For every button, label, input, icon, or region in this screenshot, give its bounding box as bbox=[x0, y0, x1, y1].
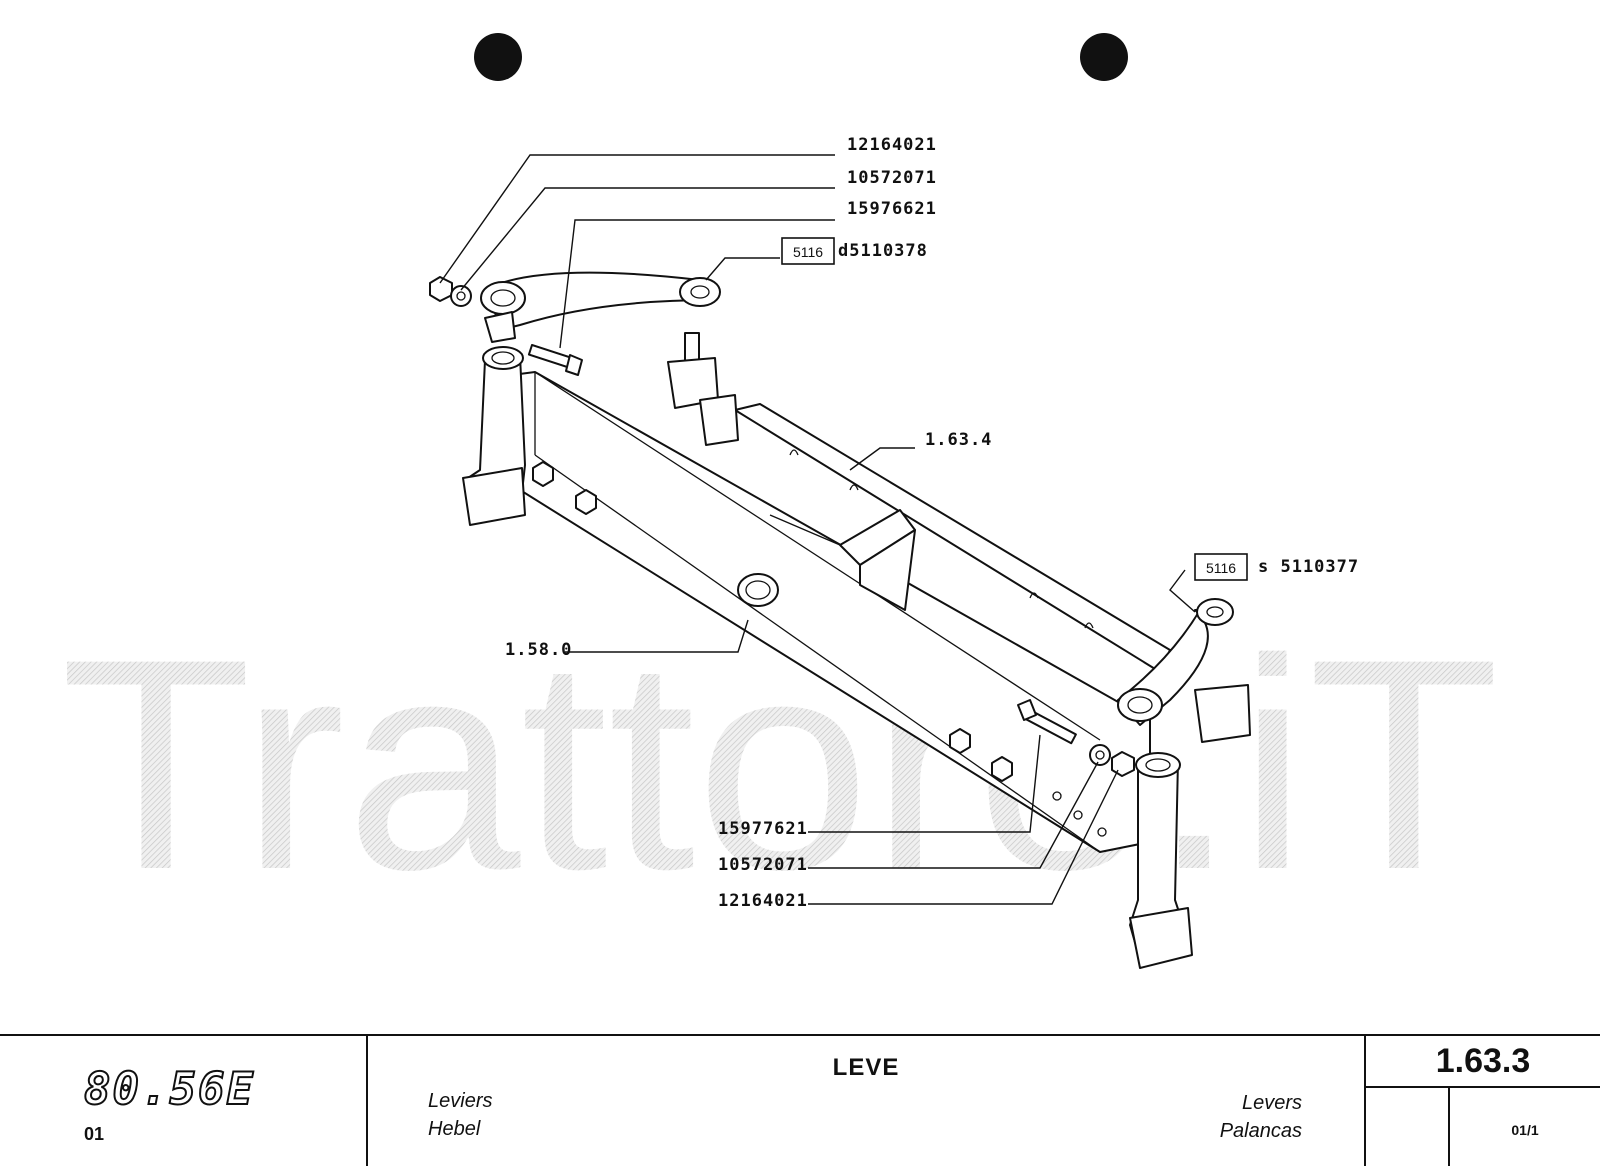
callout-right-arm-box bbox=[1194, 553, 1248, 581]
callout-right-arm-box-text: 5116 bbox=[1206, 560, 1236, 576]
title-french: Leviers bbox=[428, 1090, 493, 1112]
title-block-code-cell: 1.63.3 01/1 bbox=[1366, 1036, 1600, 1166]
left-steering-arm bbox=[480, 271, 721, 343]
top-hardware bbox=[429, 276, 583, 376]
callout-top-washer: 10572071 bbox=[847, 168, 937, 188]
model-logo: 80.56E bbox=[83, 1063, 255, 1116]
callout-left-arm-box bbox=[781, 237, 835, 265]
callout-bottom-bolt: 15977621 bbox=[718, 819, 808, 839]
binder-hole-right bbox=[1080, 33, 1128, 81]
callout-bottom-washer: 10572071 bbox=[718, 855, 808, 875]
main-title: LEVE bbox=[832, 1054, 900, 1081]
bottom-hardware bbox=[1017, 699, 1135, 777]
title-block: 80.56E 01 LEVE Leviers Hebel Levers Pala… bbox=[0, 1034, 1600, 1166]
leader-lines bbox=[439, 154, 1196, 905]
sheet-number: 01/1 bbox=[1511, 1122, 1539, 1138]
callout-left-arm-box-text: 5116 bbox=[793, 244, 823, 260]
callout-left-arm-code: d5110378 bbox=[838, 241, 928, 261]
callout-bottom-nut: 12164021 bbox=[718, 891, 808, 911]
callout-top-bolt: 15976621 bbox=[847, 199, 937, 219]
sheet-divider bbox=[1448, 1086, 1450, 1166]
title-english: Levers bbox=[1241, 1092, 1302, 1114]
right-steering-arm bbox=[1117, 598, 1251, 743]
callout-top-nut: 12164021 bbox=[847, 135, 937, 155]
callout-axle-beam: 1.58.0 bbox=[505, 640, 572, 660]
callout-tie-rod: 1.63.4 bbox=[925, 430, 992, 450]
model-sub: 01 bbox=[84, 1124, 105, 1144]
tie-rod bbox=[734, 403, 1171, 673]
title-block-description-cell: LEVE Leviers Hebel Levers Palancas bbox=[368, 1036, 1366, 1166]
exploded-parts-diagram: Trattore.iT bbox=[60, 33, 1500, 969]
title-block-model-cell: 80.56E 01 bbox=[0, 1036, 368, 1166]
right-kingpin-housing bbox=[1129, 752, 1193, 969]
page-code: 1.63.3 bbox=[1366, 1036, 1600, 1088]
binder-hole-left bbox=[474, 33, 522, 81]
title-german: Hebel bbox=[428, 1118, 481, 1140]
title-spanish: Palancas bbox=[1219, 1120, 1302, 1142]
left-ball-joint bbox=[667, 332, 739, 446]
left-kingpin-housing bbox=[462, 346, 526, 526]
callout-right-arm-code: s 5110377 bbox=[1258, 557, 1359, 577]
